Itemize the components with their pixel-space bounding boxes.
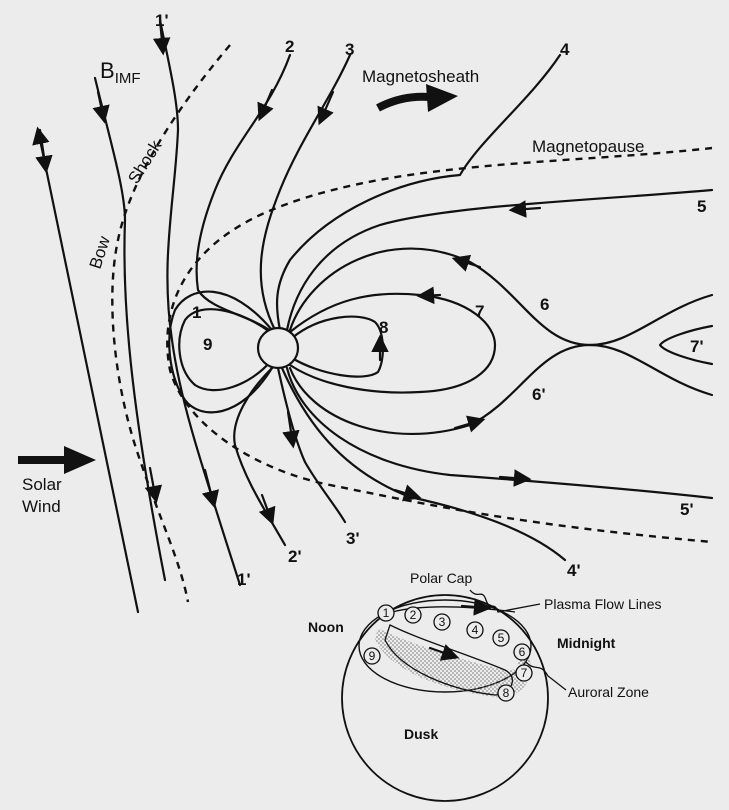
magnetopause-label: Magnetopause: [532, 137, 644, 156]
label-7p: 7': [690, 337, 704, 356]
arrow-6p: [453, 415, 486, 433]
solar-wind-label-1: Solar: [22, 475, 62, 494]
field-line-1p: [158, 18, 242, 587]
inset-circle-5: 5: [492, 629, 510, 647]
polar-cap-label: Polar Cap: [410, 570, 472, 586]
imf-arrow-left: [35, 128, 53, 174]
inset-circle-4: 4: [466, 621, 484, 639]
magnetosheath-arrow: [376, 84, 458, 112]
noon-label: Noon: [308, 619, 344, 635]
label-1p-top: 1': [155, 11, 169, 30]
label-4p: 4': [567, 561, 581, 580]
inset-circle-7-label: 7: [521, 666, 528, 680]
field-line-8: [290, 315, 384, 378]
plasma-flow-lines-label: Plasma Flow Lines: [544, 596, 662, 612]
field-line-6: [288, 247, 714, 347]
arrow-7: [416, 286, 442, 305]
inset-circle-6: 6: [513, 643, 531, 661]
inset-circle-2: 2: [404, 606, 422, 624]
label-8: 8: [379, 318, 388, 337]
midnight-label: Midnight: [557, 635, 616, 651]
field-line-3: [259, 53, 352, 332]
field-line-9: [178, 308, 272, 392]
field-line-7p: [658, 324, 714, 366]
arrow-3p: [282, 410, 300, 449]
bow-shock-line: [111, 44, 231, 603]
field-line-2: [195, 53, 292, 334]
auroral-zone-leader: [525, 661, 567, 691]
polar-inset: 1 2 3 4 5 6 7 8 9 Polar Cap Plasma Flow …: [308, 570, 662, 802]
arrow-3: [317, 90, 335, 126]
imf-arrow-mid-lower: [144, 466, 163, 504]
inset-circle-8: 8: [497, 684, 515, 702]
label-3: 3: [345, 40, 354, 59]
inset-circle-4-label: 4: [472, 623, 479, 637]
label-1: 1: [192, 303, 201, 322]
label-2p: 2': [288, 547, 302, 566]
field-line-5p: [285, 366, 714, 500]
magnetosheath-label: Magnetosheath: [362, 67, 479, 86]
inset-circle-1-label: 1: [383, 606, 390, 620]
b-imf-label: BIMF: [100, 58, 141, 87]
inset-circle-7: 7: [515, 664, 533, 682]
label-1p-bottom: 1': [237, 570, 251, 589]
field-line-7: [288, 292, 497, 394]
label-6p: 6': [532, 385, 546, 404]
inset-circle-9-label: 9: [369, 649, 376, 663]
field-line-4: [275, 53, 562, 332]
magnetopause-line: [166, 146, 713, 544]
field-line-4p: [280, 366, 567, 562]
field-line-1-day: [168, 290, 274, 414]
inset-flow-arrow: [428, 644, 460, 661]
arrow-1p-bottom: [201, 468, 220, 509]
label-7: 7: [475, 302, 484, 321]
plasma-flow-leader: [469, 589, 541, 613]
label-2: 2: [285, 37, 294, 56]
arrow-2p: [258, 493, 276, 526]
inset-circle-8-label: 8: [503, 686, 510, 700]
auroral-zone-label: Auroral Zone: [568, 684, 649, 700]
label-4: 4: [560, 40, 570, 59]
solar-wind-arrow: [18, 446, 96, 474]
field-line-3p: [276, 366, 347, 524]
field-line-5: [285, 188, 714, 332]
arrow-4p: [393, 484, 422, 502]
inset-polar-outline: [358, 599, 532, 693]
inset-circle-3: 3: [433, 613, 451, 631]
arrow-2: [257, 88, 274, 122]
inset-circle-5-label: 5: [498, 631, 505, 645]
label-3p: 3': [346, 529, 360, 548]
imf-line-left: [32, 126, 140, 614]
inset-circle-1: 1: [377, 604, 395, 622]
inset-circle-6-label: 6: [519, 645, 526, 659]
solar-wind-label-2: Wind: [22, 497, 61, 516]
bow-label: Bow: [86, 233, 115, 271]
field-line-6p: [288, 343, 714, 435]
inset-circle-3-label: 3: [439, 615, 446, 629]
earth: [256, 326, 300, 370]
label-5: 5: [697, 197, 706, 216]
arrow-5p: [498, 469, 532, 487]
label-5p: 5': [680, 500, 694, 519]
inset-circle-9: 9: [363, 647, 381, 665]
auroral-zone-shading: [375, 628, 531, 698]
inset-top-arrow: [460, 598, 492, 616]
imf-arrow-mid: [92, 90, 110, 124]
label-9: 9: [203, 335, 212, 354]
inset-circle-2-label: 2: [410, 608, 417, 622]
arrow-6: [451, 254, 482, 272]
dusk-label: Dusk: [404, 726, 438, 742]
imf-line-mid: [93, 76, 167, 582]
label-6: 6: [540, 295, 549, 314]
shock-label: Shock: [124, 137, 165, 188]
arrow-5: [508, 200, 542, 218]
arrow-1p-top: [152, 18, 171, 56]
field-line-2p: [233, 366, 287, 547]
